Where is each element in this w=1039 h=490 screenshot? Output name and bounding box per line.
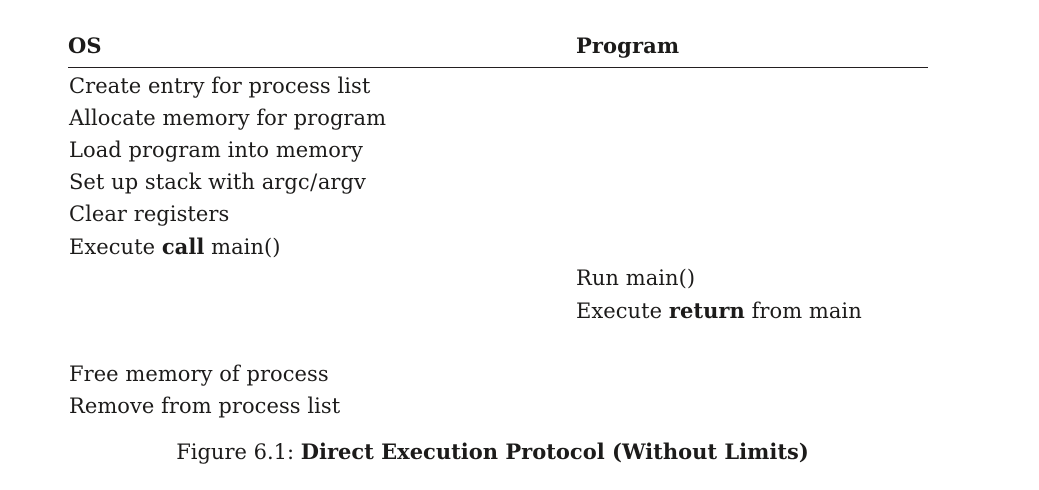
cell-program-text-post: from main: [744, 299, 862, 323]
cell-program-text-pre: Execute: [576, 299, 669, 323]
cell-os: Execute call main(): [69, 231, 281, 263]
table-row: Run main(): [68, 263, 948, 295]
table-row: Set up stack with argc/argv: [68, 167, 948, 199]
cell-os-text-post: argv: [317, 170, 366, 194]
figure-caption-title: Direct Execution Protocol (Without Limit…: [300, 439, 809, 464]
cell-program-keyword-return: return: [668, 298, 745, 323]
figure-caption: Figure 6.1: Direct Execution Protocol (W…: [0, 438, 985, 466]
cell-os: Clear registers: [69, 202, 230, 226]
cell-os-text-pre: Execute: [69, 235, 162, 259]
table-row: Load program into memory: [68, 135, 948, 167]
cell-os: Allocate memory for program: [69, 106, 387, 130]
table-row: Remove from process list: [68, 391, 948, 423]
column-header-program: Program: [576, 33, 680, 58]
table-row: Execute call main(): [68, 231, 948, 263]
protocol-table-header: OS Program: [68, 32, 928, 62]
figure-caption-space: [294, 440, 301, 464]
figure-caption-label: Figure 6.1:: [176, 440, 295, 464]
cell-os-text-post: main(): [204, 235, 281, 259]
table-row: Allocate memory for program: [68, 103, 948, 135]
cell-os-text-pre: Set up stack with argc: [69, 170, 310, 194]
cell-program: Execute return from main: [576, 295, 862, 327]
column-header-os: OS: [68, 33, 102, 58]
protocol-table-body: Create entry for process list Allocate m…: [68, 71, 948, 423]
cell-os-slash: /: [310, 170, 318, 194]
header-divider-rule: [68, 67, 928, 68]
cell-os: Load program into memory: [69, 138, 363, 162]
cell-os: Remove from process list: [69, 394, 341, 418]
cell-os: Create entry for process list: [69, 74, 371, 98]
table-row: Execute return from main: [68, 295, 948, 327]
table-row: Create entry for process list: [68, 71, 948, 103]
cell-program: Run main(): [576, 266, 696, 290]
table-row: Clear registers: [68, 199, 948, 231]
table-row: Free memory of process: [68, 359, 948, 391]
cell-os-keyword-call: call: [161, 234, 205, 259]
table-row-spacer: [68, 327, 948, 359]
cell-os: Set up stack with argc/argv: [69, 167, 366, 198]
cell-os: Free memory of process: [69, 362, 329, 386]
